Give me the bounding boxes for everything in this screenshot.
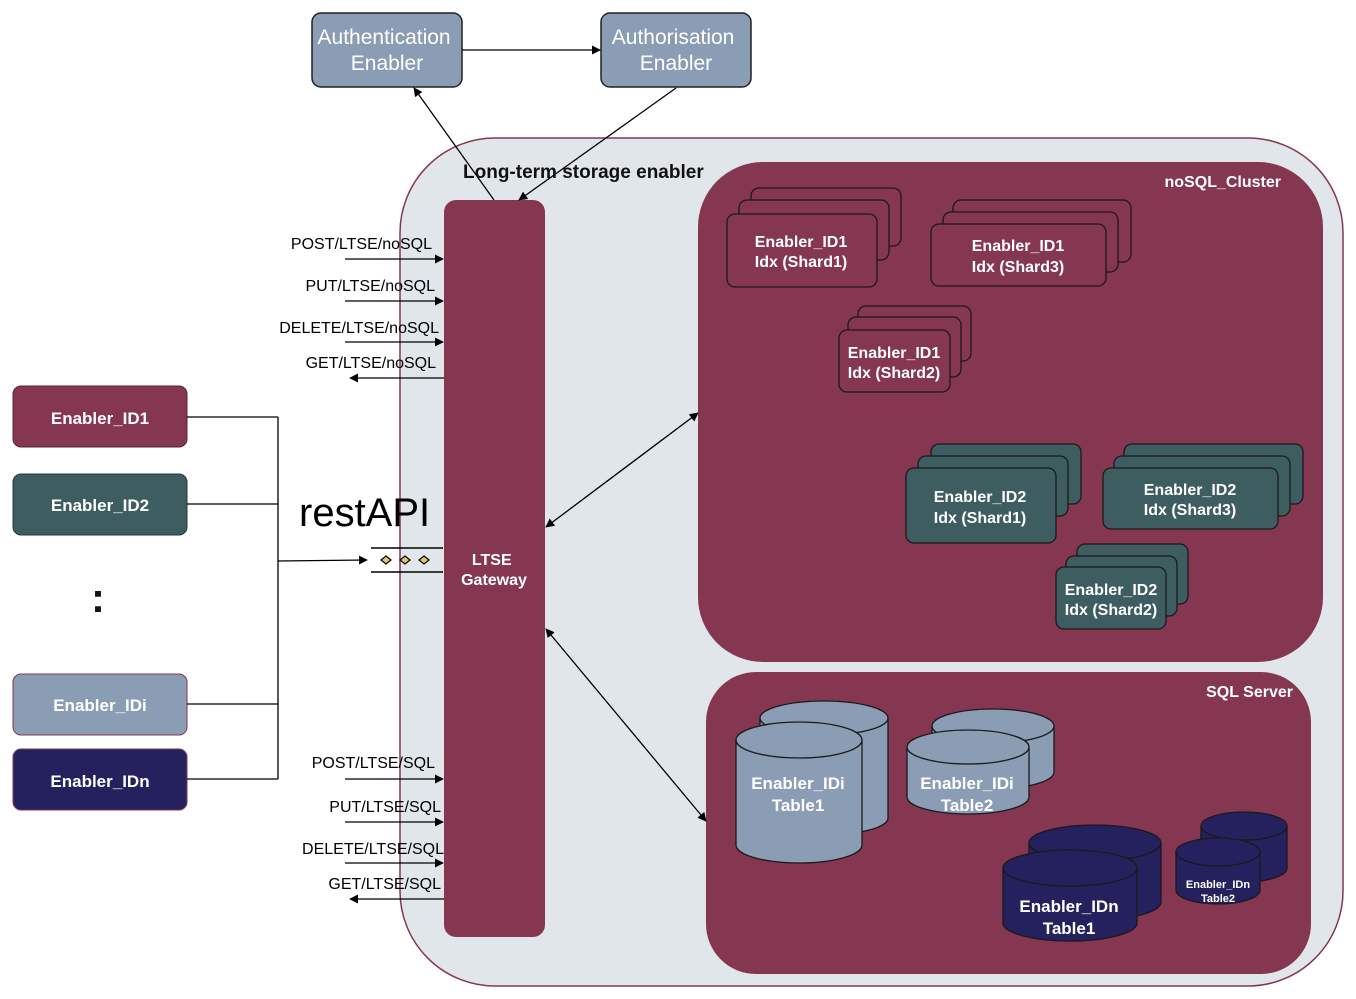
- client-enabler-idi-label: Enabler_IDi: [53, 696, 147, 715]
- shard-enabler-id1-shard2: [838, 329, 951, 393]
- shard-enabler-id1-shard1: [726, 213, 878, 288]
- gateway-sql-arrow: [545, 628, 707, 822]
- db-enabler-idn-table2: [1175, 852, 1261, 905]
- endpoint-get-sql: GET/LTSE/SQL: [328, 876, 441, 893]
- authorisation-to-gateway-arrow: [518, 87, 677, 201]
- rest-api-label: restAPI: [299, 491, 430, 535]
- db-enabler-idi-table2: [906, 747, 1030, 815]
- rest-interface-icon: [371, 547, 443, 573]
- ltse-gateway-label: LTSE Gateway: [461, 552, 527, 589]
- client-bracket: [187, 416, 279, 780]
- endpoint-post-sql: POST/LTSE/SQL: [312, 755, 435, 772]
- endpoint-delete-sql: DELETE/LTSE/SQL: [302, 841, 444, 858]
- db-enabler-idi-table1: [735, 740, 863, 864]
- authentication-enabler-label: Authentication Enabler: [318, 26, 457, 75]
- endpoint-put-nosql: PUT/LTSE/noSQL: [305, 278, 435, 295]
- shard-enabler-id2-shard3: [1102, 467, 1279, 530]
- sql-server-title: SQL Server: [1206, 684, 1293, 701]
- shard-enabler-id1-shard3: [930, 223, 1107, 287]
- ltse-title: Long-term storage enabler: [463, 162, 704, 183]
- gateway-nosql-arrow: [545, 412, 699, 528]
- ltse-gateway: [444, 200, 545, 937]
- client-enabler-idn-label: Enabler_IDn: [50, 772, 149, 791]
- endpoint-put-sql: PUT/LTSE/SQL: [329, 799, 441, 816]
- authentication-enabler: [311, 12, 463, 88]
- endpoint-get-nosql: GET/LTSE/noSQL: [306, 355, 437, 372]
- shard-enabler-id2-shard1: [905, 467, 1057, 544]
- rest-api-arrow: [277, 555, 368, 565]
- endpoint-post-nosql: POST/LTSE/noSQL: [291, 236, 432, 253]
- nosql-cluster-title: noSQL_Cluster: [1165, 174, 1281, 191]
- shard-enabler-id2-shard2: [1055, 566, 1167, 630]
- client-enabler-id1-label: Enabler_ID1: [51, 409, 149, 428]
- client-ellipsis: :: [91, 574, 105, 621]
- gateway-to-authentication-arrow: [413, 87, 495, 201]
- endpoint-delete-nosql: DELETE/LTSE/noSQL: [279, 320, 439, 337]
- authorisation-enabler: [600, 12, 752, 88]
- authorisation-enabler-label: Authorisation Enabler: [612, 26, 740, 75]
- db-enabler-idn-table1: [1002, 868, 1138, 942]
- client-enabler-id2-label: Enabler_ID2: [51, 496, 149, 515]
